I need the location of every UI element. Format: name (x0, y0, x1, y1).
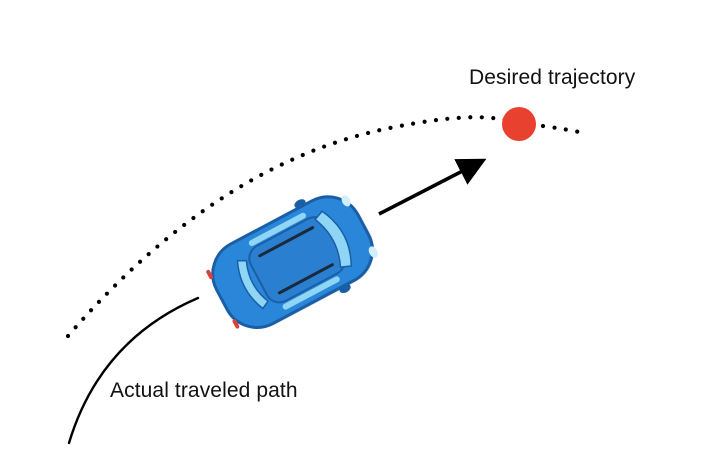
target-point-icon (502, 107, 536, 141)
desired-trajectory-label: Desired trajectory (469, 66, 636, 89)
desired-trajectory-path-tail (540, 123, 587, 136)
actual-path-line (67, 296, 200, 445)
heading-arrow-icon (378, 158, 487, 216)
car-top-view-icon (206, 195, 378, 329)
actual-path-label: Actual traveled path (110, 379, 298, 402)
